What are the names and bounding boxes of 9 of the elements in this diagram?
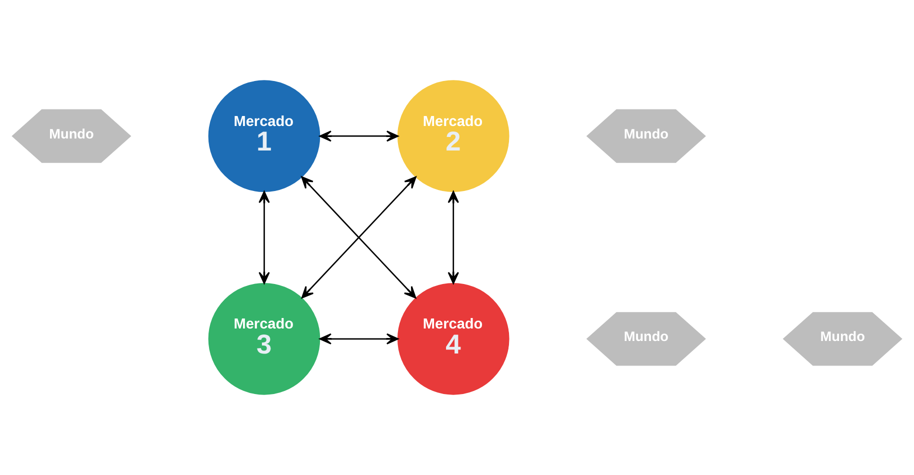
arrow <box>319 333 399 344</box>
arrow <box>301 176 416 298</box>
arrow <box>258 190 270 284</box>
node-circle: Mercado 1 <box>208 80 320 192</box>
arrow <box>448 190 459 284</box>
node-circle: Mercado 4 <box>397 282 510 395</box>
node-circle: Mercado 3 <box>208 282 320 395</box>
arrow <box>319 130 399 142</box>
node-circle: Mercado 2 <box>397 80 510 192</box>
